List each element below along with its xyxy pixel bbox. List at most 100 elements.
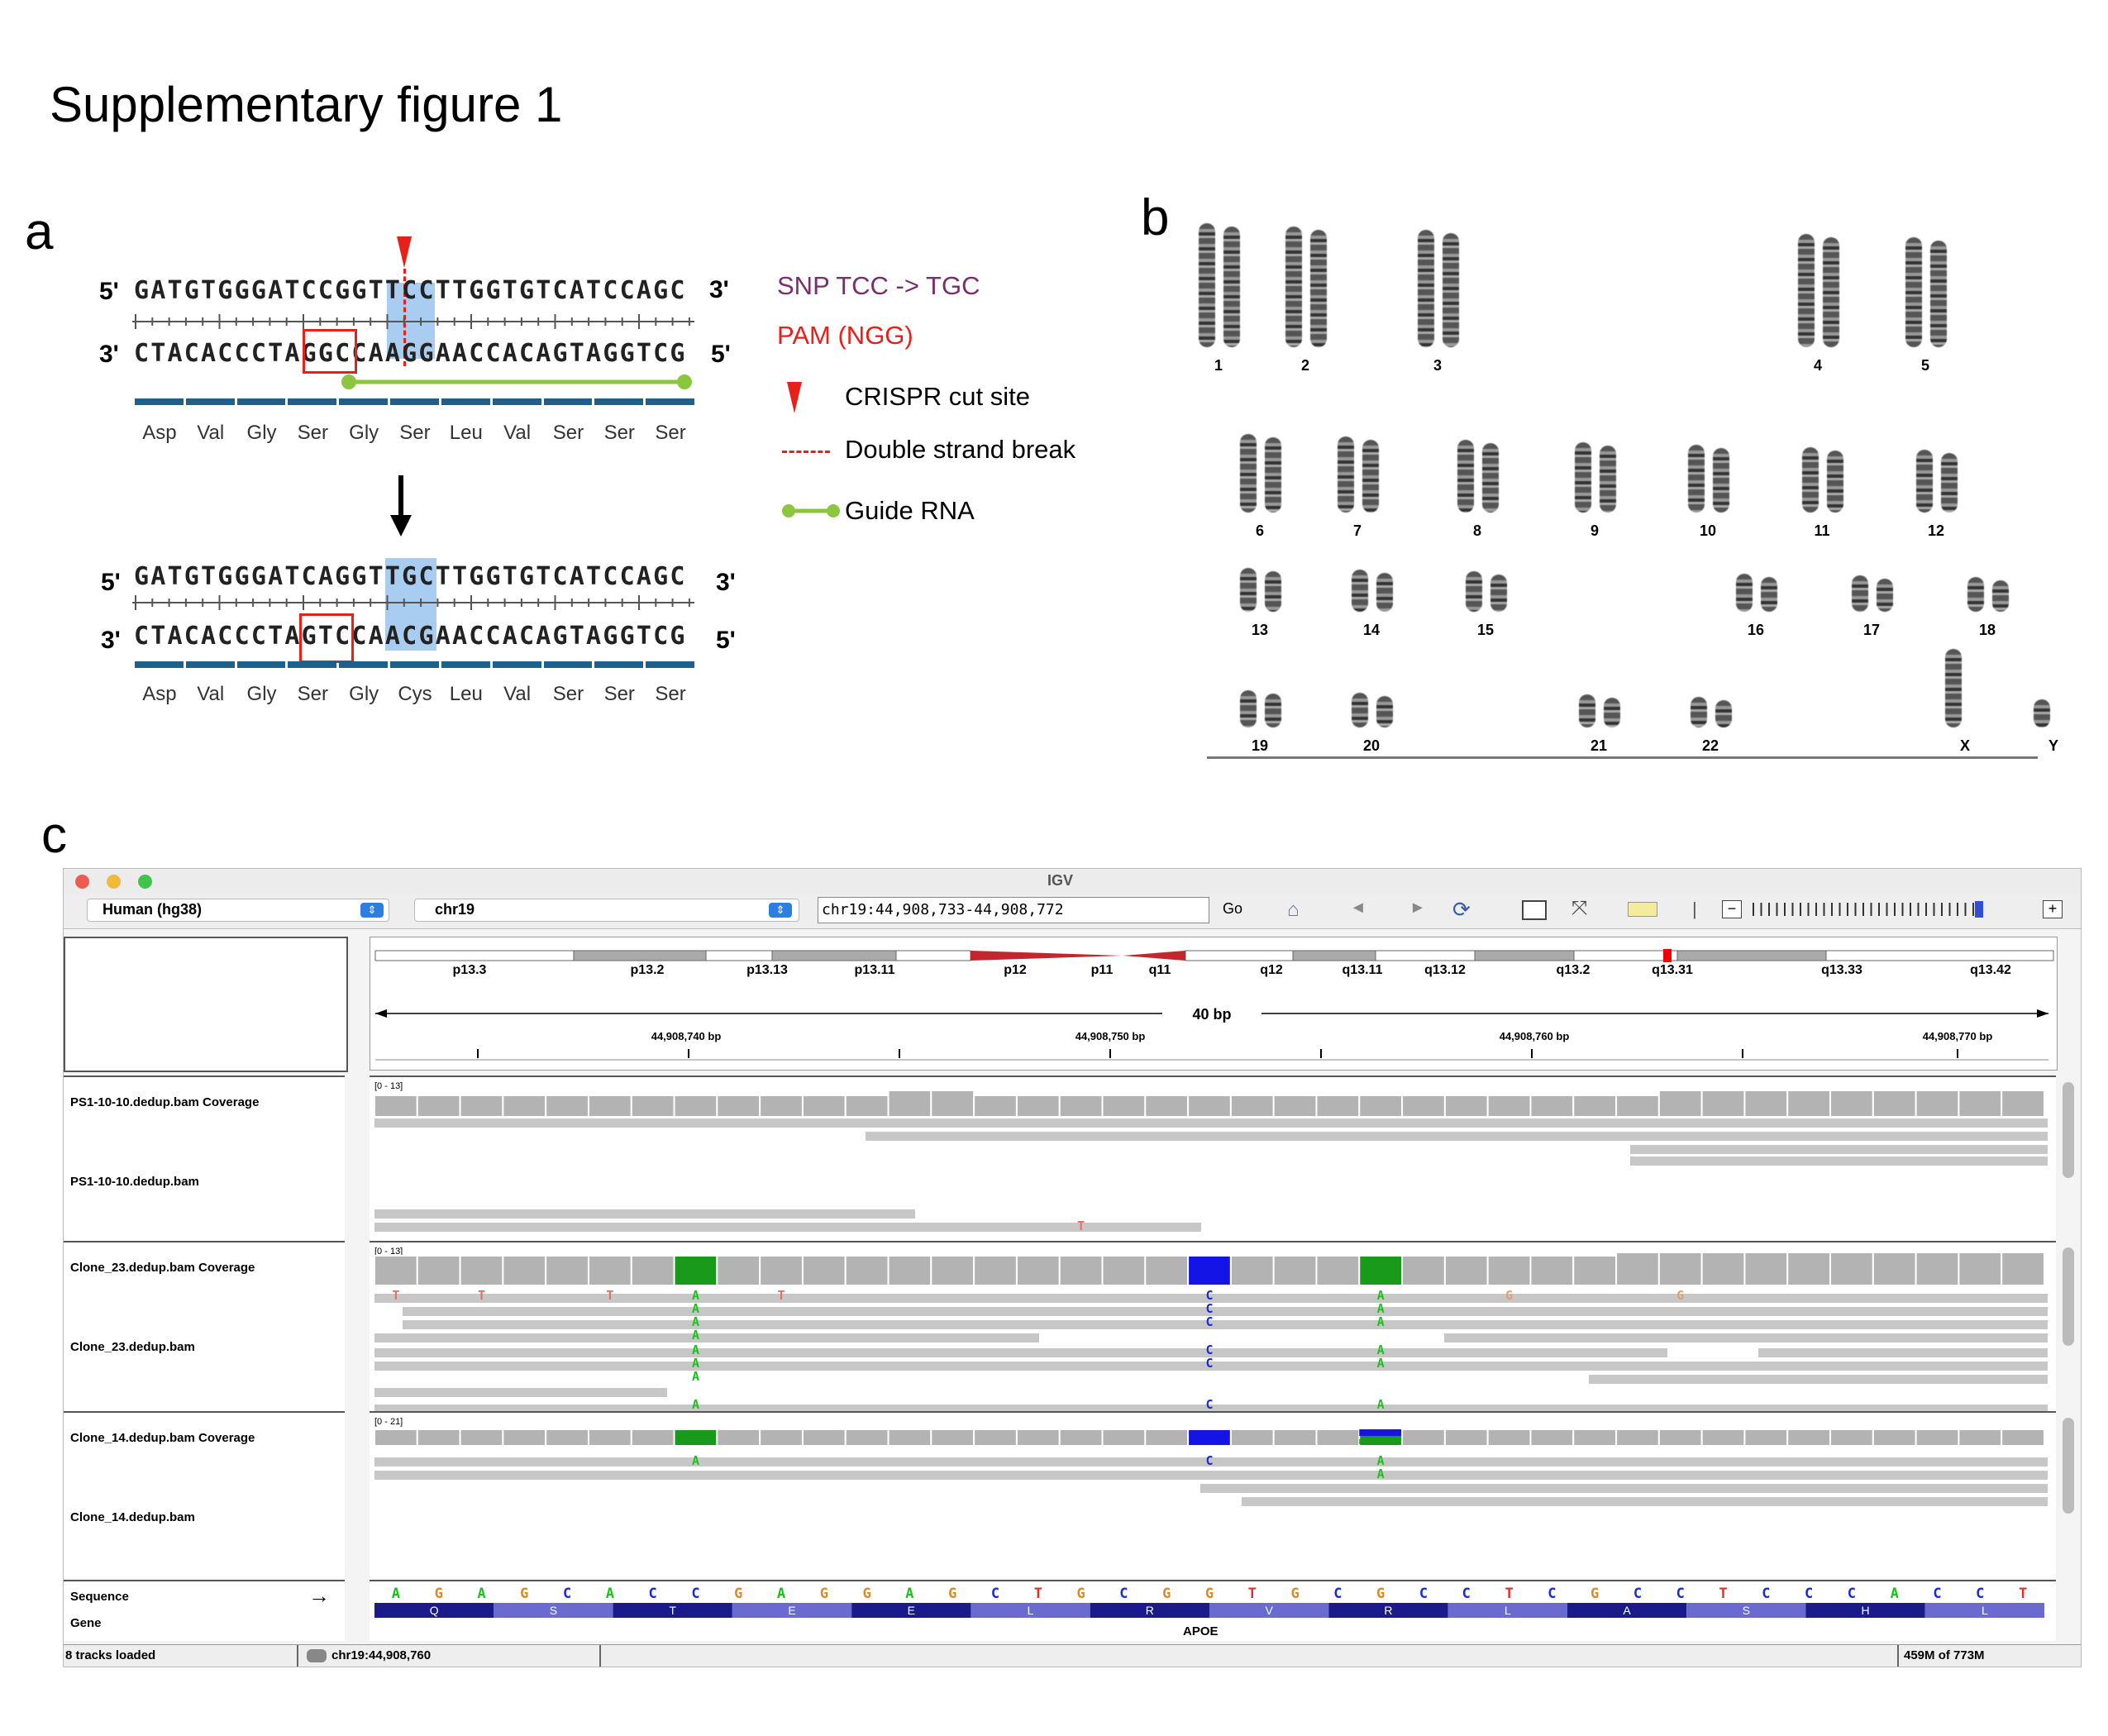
sequence-base: C	[1762, 1586, 1770, 1602]
read	[1200, 1484, 2048, 1493]
coverage-bar	[716, 1255, 761, 1286]
scrollbar[interactable]	[2063, 1082, 2074, 1178]
cytoband-label: p13.3	[453, 963, 487, 977]
chromosome-pair	[1787, 446, 1870, 513]
amino-acid: Ser	[603, 422, 635, 444]
chromosome	[1736, 573, 1753, 612]
go-button[interactable]: Go	[1223, 900, 1243, 917]
scrollbar[interactable]	[2063, 1418, 2074, 1514]
sequence-base: G	[1376, 1586, 1385, 1602]
legend-dsb-icon	[782, 451, 830, 453]
coverage-bar	[716, 1095, 761, 1118]
amino-acid: Val	[503, 683, 532, 705]
scrollbar[interactable]	[2063, 1247, 2074, 1347]
divider	[297, 1645, 298, 1667]
chromosome-label: 20	[1362, 737, 1381, 754]
mismatch-base: G	[1676, 1288, 1684, 1303]
figure-title: Supplementary figure 1	[50, 77, 563, 132]
region-icon[interactable]	[1522, 900, 1547, 920]
zoom-in-icon[interactable]: +	[2043, 900, 2063, 918]
chromosome	[1575, 441, 1591, 513]
locus-input[interactable]: chr19:44,908,733-44,908,772	[818, 897, 1209, 923]
chromosome-pair	[2019, 699, 2101, 727]
coverage-bar	[1015, 1428, 1061, 1447]
chromosome	[1466, 571, 1482, 612]
cytoband	[705, 950, 773, 961]
divider: |	[1692, 899, 1697, 919]
coverage-track-name[interactable]: Clone_14.dedup.bam Coverage	[70, 1431, 255, 1445]
amino-acid: Ser	[603, 683, 635, 705]
cytoband-label: q13.12	[1424, 963, 1466, 977]
sequence-base: G	[520, 1586, 528, 1602]
coverage-bar	[801, 1255, 847, 1286]
sequence-base: G	[820, 1586, 828, 1602]
coverage-track-name[interactable]: PS1-10-10.dedup.bam Coverage	[70, 1095, 260, 1109]
back-icon[interactable]: ◄	[1350, 899, 1366, 917]
codon	[1567, 1603, 1687, 1618]
codon-bar	[543, 398, 593, 405]
locus-value: chr19:44,908,733-44,908,772	[822, 901, 1064, 918]
mismatch-base: C	[1205, 1453, 1213, 1468]
chromosome	[1490, 575, 1507, 612]
close-window-icon[interactable]	[75, 875, 89, 889]
chromosome	[1905, 236, 1922, 347]
strand-arrow-icon[interactable]: →	[308, 1583, 330, 1608]
bottom-forward-strand: GATGTGGGATCAGGTTGCTTGGTGTCATCCAGC	[134, 562, 687, 591]
refresh-icon[interactable]: ⟳	[1452, 897, 1471, 922]
coverage-bar	[801, 1095, 847, 1118]
alignment-track-name[interactable]: PS1-10-10.dedup.bam	[70, 1175, 199, 1189]
mismatch-base: A	[1377, 1343, 1385, 1357]
mismatch-base: T	[1077, 1219, 1085, 1233]
popup-info-icon[interactable]	[1628, 902, 1657, 917]
minimize-window-icon[interactable]	[107, 875, 121, 889]
zoom-out-icon[interactable]: −	[1722, 900, 1742, 918]
read	[374, 1223, 1201, 1232]
chromosome-label: 3	[1433, 357, 1442, 374]
coverage-bar	[1657, 1428, 1703, 1447]
mismatch-base: T	[606, 1288, 613, 1303]
coverage-bar	[1015, 1255, 1061, 1286]
cytoband-label: p13.2	[631, 963, 665, 977]
coverage-bar	[1486, 1095, 1532, 1118]
genome-dropdown[interactable]: Human (hg38) ⇕	[87, 899, 389, 922]
zoom-slider[interactable]	[1750, 900, 1990, 918]
igv-window: IGV Human (hg38) ⇕ chr19 ⇕ chr19:44,908,…	[63, 868, 2082, 1667]
mismatch-base: A	[692, 1453, 699, 1468]
coverage-bar	[1315, 1428, 1361, 1447]
data-range: [0 - 21]	[374, 1417, 403, 1427]
maximize-window-icon[interactable]	[138, 875, 152, 889]
sequence-base: C	[691, 1586, 699, 1602]
mismatch-base: A	[1377, 1314, 1385, 1329]
coverage-bar	[673, 1095, 718, 1118]
codon-bar	[594, 398, 644, 405]
alignment-track-name[interactable]: Clone_23.dedup.bam	[70, 1340, 195, 1354]
forward-icon[interactable]: ►	[1409, 899, 1426, 917]
alignment-track-name[interactable]: Clone_14.dedup.bam	[70, 1510, 195, 1524]
chromosome-dropdown[interactable]: chr19 ⇕	[414, 899, 799, 922]
sequence-base: C	[1462, 1586, 1471, 1602]
coverage-bar	[1529, 1428, 1575, 1447]
cytoband	[1573, 950, 1678, 961]
chromosome	[1916, 449, 1933, 513]
coverage-bar	[1872, 1252, 1917, 1286]
home-icon[interactable]: ⌂	[1287, 899, 1300, 921]
amino-acid: Leu	[449, 422, 483, 444]
gene-amino-acid: Q	[430, 1604, 439, 1617]
gene-name[interactable]: APOE	[1183, 1624, 1219, 1638]
top-5-label: 5'	[99, 278, 119, 305]
coverage-bar	[2001, 1428, 2045, 1447]
coverage-track-name[interactable]: Clone_23.dedup.bam Coverage	[70, 1261, 255, 1275]
cytoband-label: q11	[1149, 963, 1171, 977]
gene-amino-acid: L	[1028, 1604, 1034, 1617]
title-bar: IGV	[64, 869, 2081, 894]
coverage-bar	[1872, 1428, 1917, 1447]
chromosome	[1930, 240, 1947, 347]
resize-icon[interactable]: ⤧	[1571, 897, 1588, 919]
chromosome-label: 9	[1590, 522, 1599, 539]
sequence-base: A	[1891, 1586, 1899, 1602]
chromosome	[1691, 696, 1707, 727]
cytoband	[1185, 950, 1294, 961]
coverage-bar	[459, 1095, 504, 1118]
